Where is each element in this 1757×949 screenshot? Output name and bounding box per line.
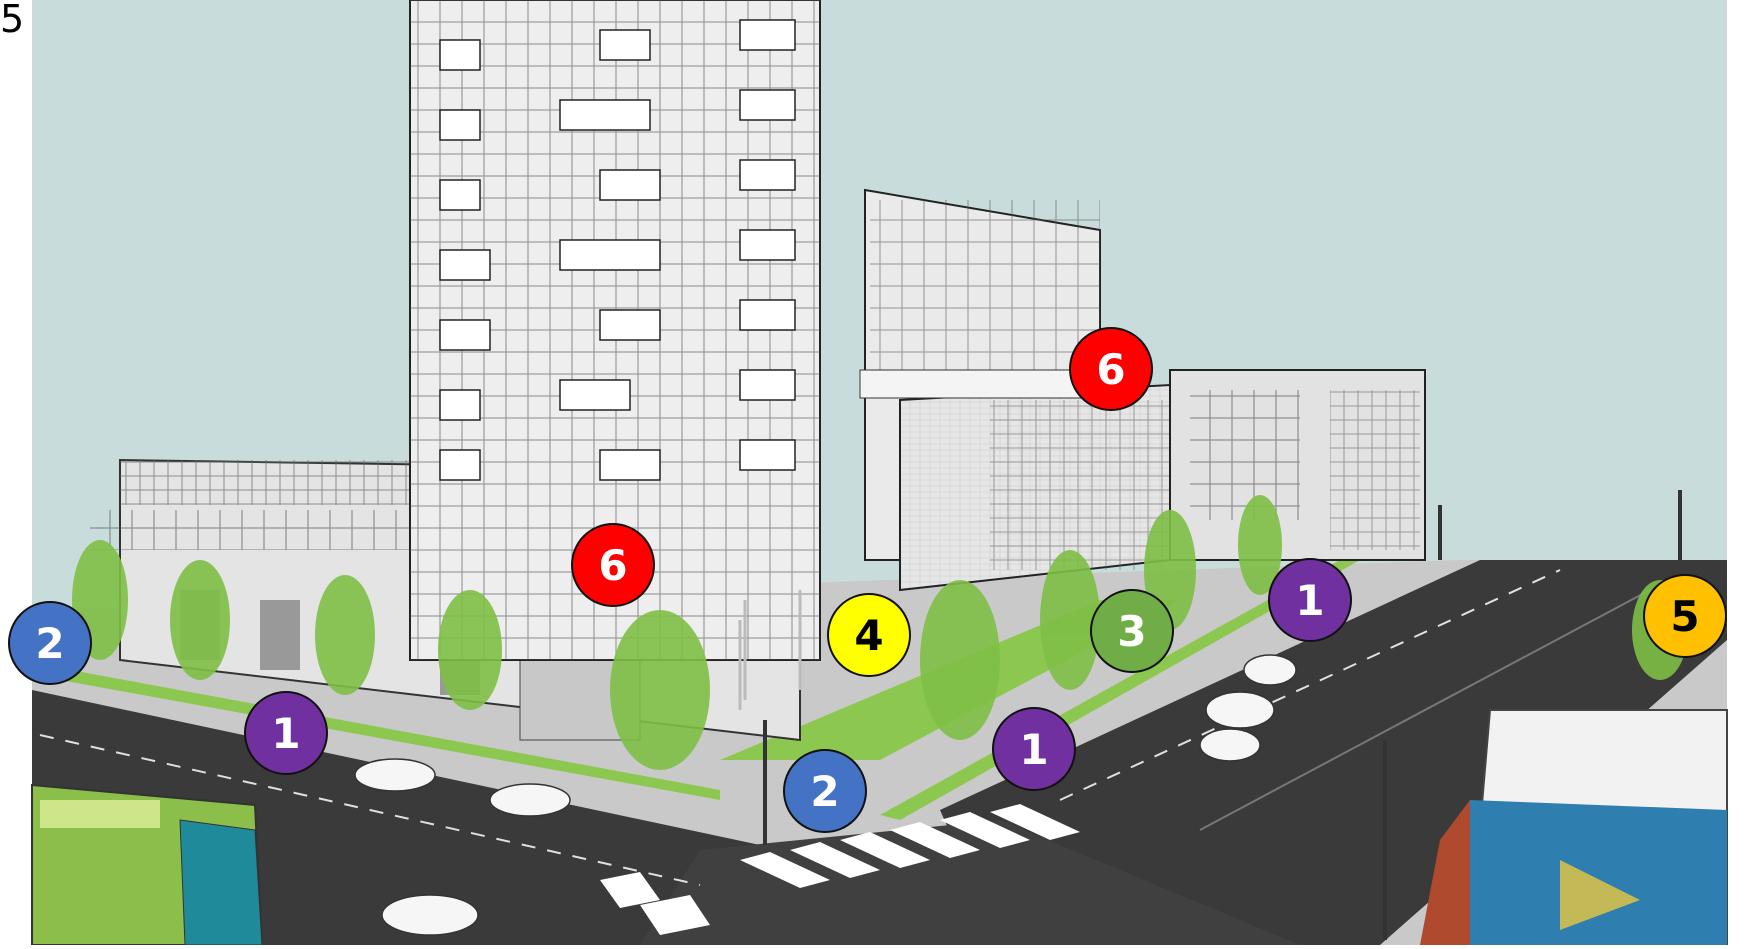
marker-3-green: 3 (1090, 589, 1174, 673)
road-right (940, 560, 1727, 945)
marker-5-far-right: 5 (1643, 574, 1727, 658)
marker-1-left-street: 1 (244, 691, 328, 775)
cropped-digit: 5 (0, 0, 25, 41)
cars (354, 654, 1297, 936)
crosswalk (600, 804, 1080, 935)
marker-6-podium-roof: 6 (571, 523, 655, 607)
marker-6-upper-roof: 6 (1069, 327, 1153, 411)
marker-4-plaza: 4 (827, 593, 911, 677)
marker-2-left-edge: 2 (8, 601, 92, 685)
corner-shop (1420, 709, 1728, 946)
right-building (1169, 369, 1426, 561)
marker-1-right-street: 1 (1268, 558, 1352, 642)
bus (31, 783, 264, 946)
marker-1-center-street: 1 (992, 707, 1076, 791)
marker-2-corner: 2 (783, 749, 867, 833)
midrise-building (859, 188, 1171, 592)
